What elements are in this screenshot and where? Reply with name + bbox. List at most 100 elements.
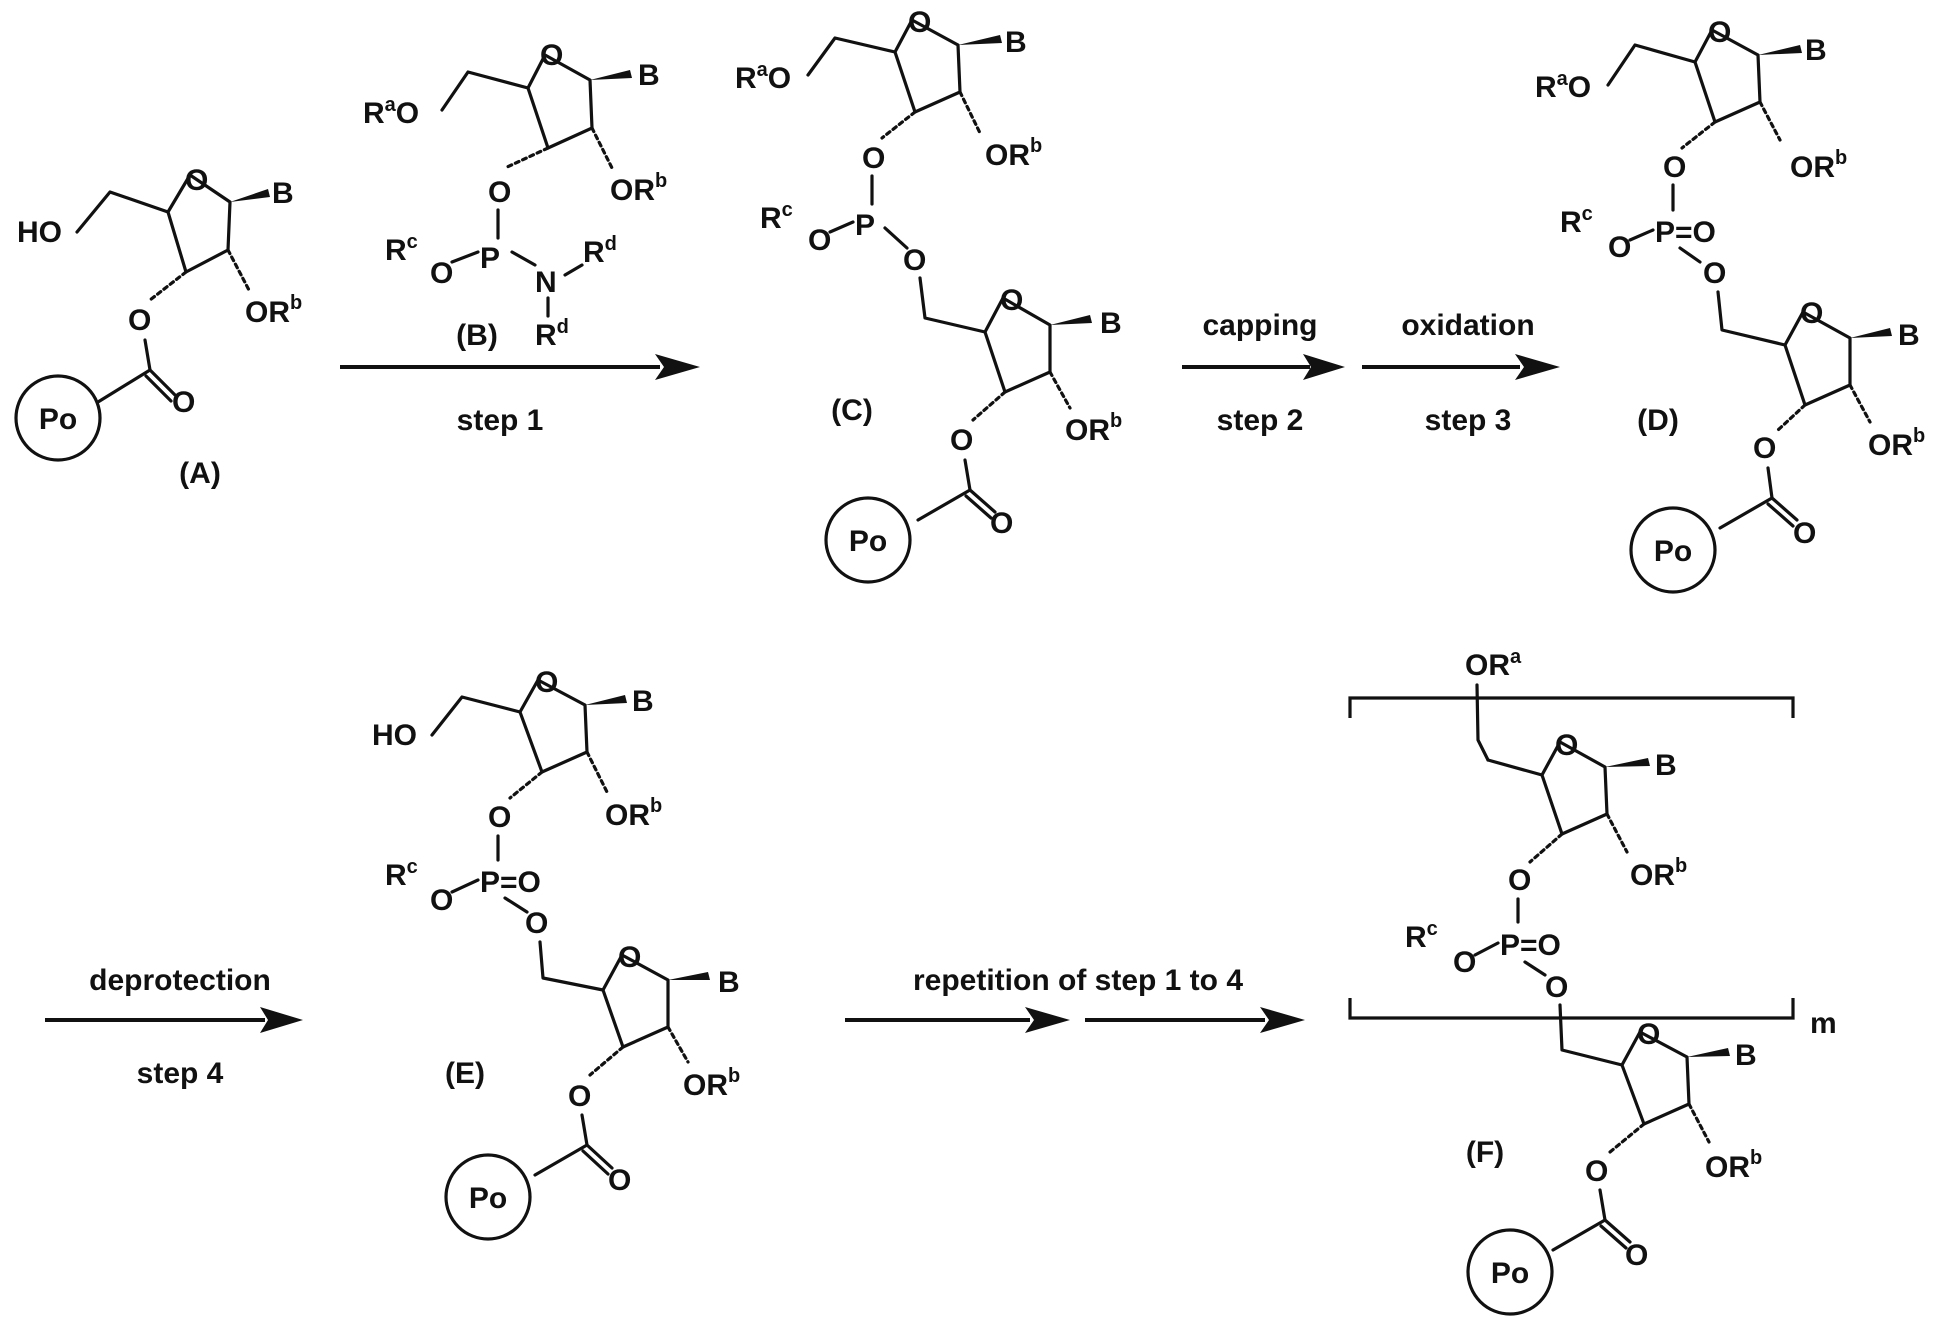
atom-ho: HO xyxy=(372,719,417,752)
label-b: (B) xyxy=(456,319,498,352)
atom-rc: Rc xyxy=(1405,918,1438,954)
atom-carbonyl-o: O xyxy=(1793,517,1816,550)
atom-ring1-o: O xyxy=(908,6,931,39)
atom-ho: HO xyxy=(17,216,62,249)
atom-orb2: ORb xyxy=(1705,1147,1762,1184)
atom-orb1: ORb xyxy=(1790,147,1847,184)
atom-p: P=O xyxy=(480,866,541,899)
atom-rc: Rc xyxy=(760,199,793,235)
atom-carbonyl-o: O xyxy=(172,386,195,419)
atom-ora: ORa xyxy=(1465,646,1522,682)
atom-ring2-o: O xyxy=(1000,284,1023,317)
atom-p: P xyxy=(480,242,500,275)
atom-ester-o: O xyxy=(568,1080,591,1113)
step-4-above: deprotection xyxy=(89,964,271,997)
atom-orb2: ORb xyxy=(1868,425,1925,462)
label-f: (F) xyxy=(1466,1136,1504,1169)
label-a: (A) xyxy=(179,457,221,490)
atom-base2: B xyxy=(718,966,740,999)
atom-base: B xyxy=(272,177,294,210)
repeat-bracket-bottom xyxy=(1350,998,1793,1018)
atom-ring1-o: O xyxy=(1555,729,1578,762)
atom-ra: RaO xyxy=(1535,68,1591,104)
atom-p: P xyxy=(855,209,875,242)
step-1-arrow: step 1 xyxy=(340,354,700,437)
repeat-index: m xyxy=(1810,1007,1837,1040)
atom-rc-o: O xyxy=(1453,946,1476,979)
compound-f: m ORa O B ORb O P=O Rc O O O B ORb O O P… xyxy=(1350,646,1837,1314)
atom-ring1-o: O xyxy=(535,666,558,699)
atom-support: Po xyxy=(1654,535,1692,568)
atom-ester-o: O xyxy=(128,304,151,337)
atom-ring-o: O xyxy=(185,164,208,197)
atom-rc-o: O xyxy=(430,257,453,290)
atom-rc-o: O xyxy=(1608,231,1631,264)
repetition-arrows: repetition of step 1 to 4 xyxy=(845,964,1305,1033)
step-4-arrow: deprotection step 4 xyxy=(45,964,303,1090)
compound-a: HO O B ORb O O Po (A) xyxy=(16,164,302,490)
atom-orb1: ORb xyxy=(985,135,1042,172)
atom-o3: O xyxy=(862,142,885,175)
atom-ester-o: O xyxy=(1585,1155,1608,1188)
atom-ring2-o: O xyxy=(1800,297,1823,330)
atom-o5: O xyxy=(1545,971,1568,1004)
compound-e: HO O B ORb O P=O Rc O O O B ORb O O Po (… xyxy=(372,666,740,1239)
atom-carbonyl-o: O xyxy=(608,1164,631,1197)
atom-base2: B xyxy=(1735,1039,1757,1072)
step-3-arrow: oxidation step 3 xyxy=(1362,309,1560,437)
step-2-label: step 2 xyxy=(1217,404,1304,437)
atom-rc: Rc xyxy=(385,856,418,892)
compound-d: RaO O B ORb O P=O Rc O O O B ORb O O Po … xyxy=(1535,16,1925,592)
atom-ring2-o: O xyxy=(618,941,641,974)
atom-ring2-o: O xyxy=(1637,1018,1660,1051)
atom-support: Po xyxy=(849,525,887,558)
atom-ra: RaO xyxy=(363,94,419,130)
atom-o5: O xyxy=(903,244,926,277)
atom-o5: O xyxy=(1703,257,1726,290)
label-e: (E) xyxy=(445,1057,485,1090)
atom-o3: O xyxy=(488,176,511,209)
atom-base: B xyxy=(638,59,660,92)
atom-ester-o: O xyxy=(950,424,973,457)
atom-ester-o: O xyxy=(1753,432,1776,465)
atom-rc-o: O xyxy=(430,884,453,917)
atom-carbonyl-o: O xyxy=(990,507,1013,540)
atom-base1: B xyxy=(1805,34,1827,67)
atom-orb2: ORb xyxy=(683,1065,740,1102)
atom-n: N xyxy=(535,266,557,299)
atom-ra: RaO xyxy=(735,59,791,95)
atom-base1: B xyxy=(1655,749,1677,782)
repetition-label: repetition of step 1 to 4 xyxy=(913,964,1243,997)
step-1-label: step 1 xyxy=(457,404,544,437)
atom-p: P=O xyxy=(1655,216,1716,249)
atom-o3: O xyxy=(1508,864,1531,897)
atom-support: Po xyxy=(469,1182,507,1215)
atom-p: P=O xyxy=(1500,929,1561,962)
atom-orb1: ORb xyxy=(1630,855,1687,892)
compound-b: RaO O B ORb O P Rc O N Rd Rd (B) xyxy=(363,39,667,352)
atom-support: Po xyxy=(39,403,77,436)
atom-o5: O xyxy=(525,907,548,940)
atom-o3: O xyxy=(488,801,511,834)
step-2-above: capping xyxy=(1202,309,1317,342)
atom-orb1: ORb xyxy=(605,795,662,832)
atom-rc: Rc xyxy=(385,231,418,267)
atom-base1: B xyxy=(1005,26,1027,59)
compound-c: RaO O B ORb O P Rc O O O B ORb O O Po (C… xyxy=(735,6,1122,582)
step-2-arrow: capping step 2 xyxy=(1182,309,1345,437)
atom-rc-o: O xyxy=(808,224,831,257)
atom-support: Po xyxy=(1491,1257,1529,1290)
step-3-above: oxidation xyxy=(1401,309,1534,342)
atom-orb: ORb xyxy=(610,170,667,207)
label-c: (C) xyxy=(831,394,873,427)
atom-base2: B xyxy=(1898,319,1920,352)
step-3-label: step 3 xyxy=(1425,404,1512,437)
atom-ring-o: O xyxy=(540,39,563,72)
atom-carbonyl-o: O xyxy=(1625,1239,1648,1272)
atom-orb2: ORb xyxy=(1065,410,1122,447)
atom-rc: Rc xyxy=(1560,203,1593,239)
atom-rd2: Rd xyxy=(535,316,569,352)
atom-rd1: Rd xyxy=(583,233,617,269)
step-4-label: step 4 xyxy=(137,1057,224,1090)
